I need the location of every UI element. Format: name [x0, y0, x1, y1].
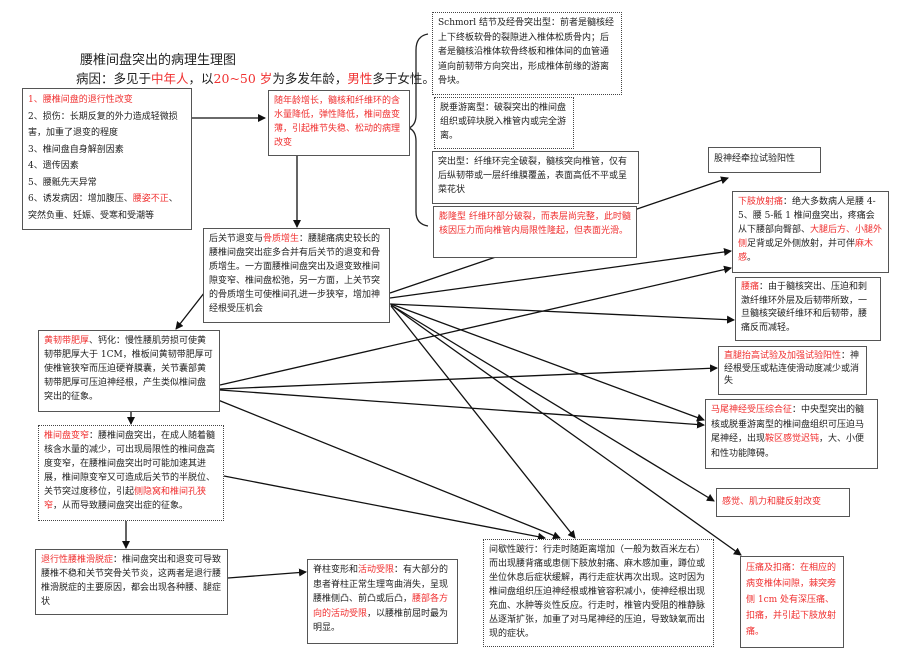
- text-segment: 中年人: [151, 71, 189, 86]
- text-segment: ，以腰椎前屈时最为明显。: [313, 608, 449, 634]
- arrow-facet-to-claudication: [390, 305, 576, 539]
- text-segment: 2、损伤：长期反复的外力造成轻微损害，加重了退变的程度: [28, 111, 178, 139]
- box-slr: 直腿抬高试验及加强试验阳性：神经根受压或粘连使滑动度减少或消失: [718, 346, 867, 395]
- box-claudication: 间歇性跛行：行走时随距离增加（一般为数百米左右）而出现腰背痛或患侧下肢放射痛、麻…: [483, 539, 714, 647]
- text-segment: 腰姿不正: [132, 194, 169, 204]
- text-segment: 随年龄增长，髓核和纤维环的含水量降低，弹性降低，椎间盘变薄，引起椎节失稳、松动的…: [274, 96, 401, 148]
- box-prolapse: 脱垂游离型：破裂突出的椎间盘组织或碎块脱入椎管内或完全游离。: [434, 97, 574, 149]
- arrow-narrowing-to-claudication: [223, 475, 546, 541]
- box-femoral: 股神经牵拉试验阳性: [708, 147, 821, 173]
- arrow-facet-to-backpain: [389, 303, 735, 324]
- text-segment: 膨隆型 纤维环部分破裂，而表层尚完整，此时髓核因压力而向椎管内局限性隆起，但表面…: [439, 212, 631, 236]
- cause-line: 病因：多见于中年人，以20~50 岁为多发年龄，男性多于女性。: [76, 71, 435, 87]
- arrow-facet-to-tenderness: [390, 304, 742, 556]
- box-aging: 随年龄增长，髓核和纤维环的含水量降低，弹性降低，椎间盘变薄，引起椎节失稳、松动的…: [268, 90, 410, 156]
- text-segment: 为多发年龄，: [272, 71, 348, 86]
- text-segment: 腰痛: [741, 282, 760, 292]
- box-causes: 1、腰椎间盘的退行性改变 2、损伤：长期反复的外力造成轻微损害，加重了退变的程度 3…: [22, 88, 192, 230]
- arrow-ligament-to-claudication: [217, 399, 561, 540]
- text-segment: 麻木感: [738, 239, 874, 263]
- text-segment: 脊柱变形和: [313, 565, 359, 575]
- text-segment: ：椎间盘突出和退变可导致腰椎不稳和关节突骨关节炎，这两者是退行腰椎滑脱症的主要原…: [41, 555, 222, 607]
- text-segment: 压痛及扣痛：在相应的病变椎体间隙，棘突旁侧 1cm 处有深压痛、扣痛，并引起下肢…: [746, 563, 837, 637]
- text-segment: 1、腰椎间盘的退行性改变: [28, 95, 133, 105]
- text-segment: Schmorl 结节及经骨突出型：前者是髓核经上下终板软骨的裂隙进入椎体松质骨内…: [438, 18, 614, 86]
- text-segment: 黄韧带肥厚: [44, 336, 90, 346]
- box-sensory: 感觉、肌力和腱反射改变: [716, 488, 850, 517]
- text-segment: 5、腰骶先天异常: [28, 177, 97, 188]
- text-segment: 马尾神经受压综合征: [711, 405, 793, 415]
- text-segment: 男性: [347, 71, 373, 86]
- text-segment: 腰部各方向的活动受限: [313, 594, 449, 619]
- page-title: 腰椎间盘突出的病理生理图: [80, 53, 237, 68]
- text-segment: 足背或足外侧放射，并可伴: [747, 239, 856, 249]
- text-segment: ：腰腿痛病史较长的腰椎间盘突出症多合并有后关节的退变和骨质增生。一方面腰椎间盘突…: [209, 234, 381, 314]
- box-protrusion: 突出型：纤维环完全破裂，髓核突向椎管，仅有后纵韧带或一层纤维膜覆盖，表面高低不平…: [432, 151, 639, 204]
- box-cauda: 马尾神经受压综合征：中央型突出的髓核或脱垂游离型的椎间盘组织可压迫马尾神经，出现…: [705, 399, 878, 469]
- text-segment: 3、椎间盘自身解剖因素: [28, 144, 124, 155]
- text-segment: 下肢放射痛: [738, 197, 784, 207]
- text-segment: ，从而导致腰间盘突出症的征象。: [53, 501, 189, 511]
- text-segment: 骨质增生: [263, 234, 300, 244]
- box-schmorl: Schmorl 结节及经骨突出型：前者是髓核经上下终板软骨的裂隙进入椎体松质骨内…: [432, 12, 622, 95]
- text-segment: 、钙化：慢性腰肌劳损可使黄韧带肥厚大于 1CM，椎板间黄韧带肥厚可使椎管狭窄而压…: [44, 336, 213, 402]
- text-segment: 20~50 岁: [213, 71, 273, 86]
- text-segment: 病因：多见于: [76, 71, 152, 86]
- text-segment: 多于女性。: [372, 71, 435, 86]
- arrow-spondylolisthesis-to-deformity: [227, 568, 307, 579]
- text-segment: 直腿抬高试验及加强试验阳性: [724, 351, 842, 361]
- text-segment: 后关节退变与: [209, 234, 264, 244]
- text-segment: 大腿后方、小腿外侧: [738, 225, 883, 249]
- text-segment: 退行性腰椎滑脱症: [41, 555, 114, 565]
- text-segment: ：由于髓核突出、压迫和刺激纤维环外层及后韧带所致，一旦髓核突破纤维环和后韧带，腰…: [741, 282, 868, 333]
- box-radiating: 下肢放射痛：绝大多数病人是腰 4-5、腰 5-骶 1 椎间盘突出，疼痛会从下腰部…: [732, 191, 889, 273]
- box-backpain: 腰痛：由于髓核突出、压迫和刺激纤维环外层及后韧带所致，一旦髓核突破纤维环和后韧带…: [735, 277, 881, 341]
- text-segment: 鞍区感觉迟钝: [765, 434, 820, 444]
- arrow-facet-to-sensory: [390, 304, 715, 502]
- box-deformity: 脊柱变形和活动受限：有大部分的患者脊柱正常生理弯曲消失，呈现腰椎侧凸、前凸或后凸…: [307, 559, 458, 644]
- arrow-ligament-to-slr: [219, 364, 718, 390]
- text-segment: ：腰椎间盘突出，在成人随着髓核含水量的减少，可出现局限性的椎间盘高度变窄，在腰椎…: [44, 431, 216, 497]
- box-tenderness: 压痛及扣痛：在相应的病变椎体间隙，棘突旁侧 1cm 处有深压痛、扣痛，并引起下肢…: [740, 556, 844, 648]
- text-segment: ：有大部分的患者脊柱正常生理弯曲消失，呈现腰椎侧凸、前凸或后凸，: [313, 565, 449, 604]
- text-segment: 股神经牵拉试验阳性: [714, 154, 796, 164]
- text-segment: 、突然负重、妊娠、受寒和受潮等: [28, 194, 178, 221]
- text-segment: 椎间盘变窄: [44, 431, 90, 441]
- box-bulge: 膨隆型 纤维环部分破裂，而表层尚完整，此时髓核因压力而向椎管内局限性隆起，但表面…: [433, 206, 637, 258]
- text-segment: 脱垂游离型：破裂突出的椎间盘组织或碎块脱入椎管内或完全游离。: [440, 103, 567, 141]
- text-segment: 侧隐窝和椎间孔狭窄: [44, 487, 207, 511]
- text-segment: ，以: [188, 71, 214, 86]
- text-segment: ：绝大多数病人是腰 4-5、腰 5-骶 1 椎间盘突出，疼痛会从下腰部向臀部、: [738, 197, 876, 235]
- text-segment: 感觉、肌力和腱反射改变: [722, 497, 822, 507]
- text-segment: 。: [747, 253, 757, 263]
- arrow-facet-to-radiating: [389, 247, 732, 299]
- text-segment: 活动受限: [358, 565, 395, 575]
- arrow-facet-to-cauda: [390, 303, 705, 422]
- box-narrowing: 椎间盘变窄：腰椎间盘突出，在成人随着髓核含水量的减少，可出现局限性的椎间盘高度变…: [38, 425, 224, 521]
- arrow-ligament-to-cauda: [219, 389, 705, 429]
- box-ligament: 黄韧带肥厚、钙化：慢性腰肌劳损可使黄韧带肥厚大于 1CM，椎板间黄韧带肥厚可使椎…: [38, 330, 220, 412]
- text-segment: 4、遗传因素: [28, 161, 79, 171]
- text-segment: ，大、小便和性功能障碍。: [711, 434, 865, 459]
- text-segment: 间歇性跛行：行走时随距离增加（一般为数百米左右）而出现腰背痛或患侧下肢放射痛、麻…: [489, 545, 706, 639]
- box-spondylolisthesis: 退行性腰椎滑脱症：椎间盘突出和退变可导致腰椎不稳和关节突骨关节炎，这两者是退行腰…: [35, 549, 228, 615]
- box-facet: 后关节退变与骨质增生：腰腿痛病史较长的腰椎间盘突出症多合并有后关节的退变和骨质增…: [203, 228, 390, 323]
- text-segment: 突出型：纤维环完全破裂，髓核突向椎管，仅有后纵韧带或一层纤维膜覆盖，表面高低不平…: [438, 157, 628, 195]
- text-segment: 6、诱发病因：增加腹压、: [28, 194, 133, 204]
